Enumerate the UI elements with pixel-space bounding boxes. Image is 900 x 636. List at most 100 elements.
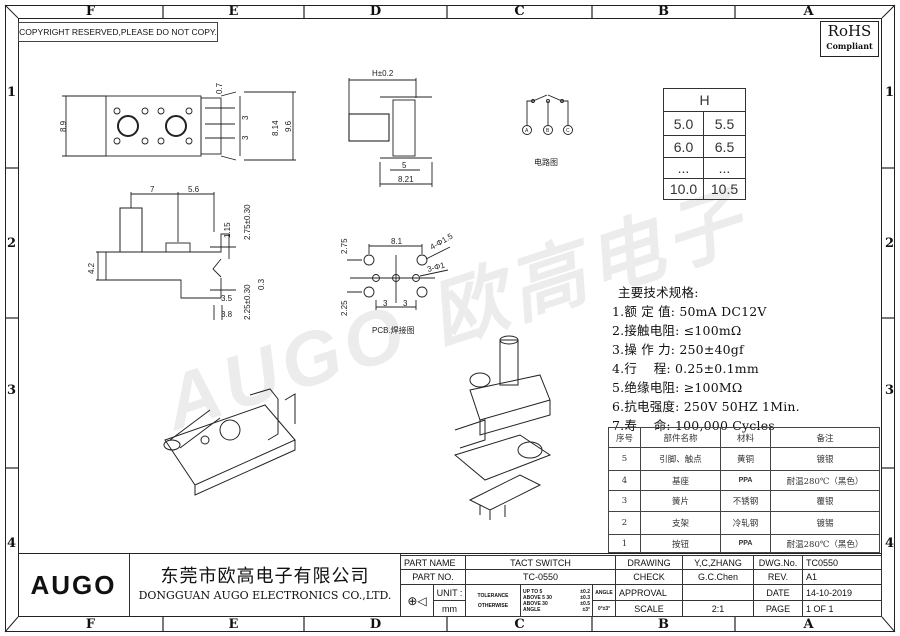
circuit-pin-c: C — [566, 128, 570, 134]
column-label-c: C — [514, 4, 525, 19]
dim-label: 8.14 — [271, 120, 280, 136]
circuit-label: 电路图 — [534, 157, 558, 167]
h-table-cell: 10.0 — [663, 178, 704, 200]
dim-label: 8.1 — [391, 237, 403, 246]
row-label-2: 2 — [884, 236, 895, 251]
parts-cell: 4 — [608, 470, 641, 491]
dim-label: 0.7 — [215, 82, 224, 94]
pcb-label: PCB.焊接图 — [372, 325, 415, 335]
dim-label: 3 — [383, 299, 388, 308]
tol-value: ±0.3 — [580, 594, 590, 601]
dim-label: 0.3 — [257, 278, 266, 290]
check-value: G.C.Chen — [682, 569, 754, 585]
spec-item: 1.额 定 值: 50mA DC12V — [612, 304, 767, 319]
parts-header: 部件名称 — [640, 427, 721, 448]
dim-label: 1.15 — [223, 222, 232, 238]
dim-label: 8.9 — [59, 120, 68, 132]
dim-label: 4-Φ1.5 — [429, 231, 455, 251]
angle-value: 0°±3° — [592, 600, 616, 617]
parts-header: 序号 — [608, 427, 641, 448]
approval-value — [682, 584, 754, 601]
rohs-title: RoHS — [827, 22, 872, 40]
row-label-4: 4 — [6, 536, 17, 551]
h-table-cell: 10.5 — [703, 178, 746, 200]
company-name-cn: 东莞市欧高电子有限公司 — [160, 566, 370, 587]
spec-item: 4.行 程: 0.25±0.1mm — [612, 361, 759, 376]
dim-label: 3 — [241, 135, 250, 140]
dim-label: 9.6 — [284, 120, 293, 132]
parts-cell: 镀银 — [770, 447, 880, 471]
tolerance-ranges: UP TO 5±0.2 ABOVE 5 30±0.3 ABOVE 30±0.5 … — [520, 584, 593, 617]
rohs-badge: RoHS Compliant — [820, 21, 879, 57]
dwg-label: DWG.No. — [753, 555, 803, 570]
spec-item: 2.接触电阻: ≤100mΩ — [612, 323, 742, 338]
column-label-a: A — [803, 4, 814, 19]
unit-label: UNIT : — [433, 584, 466, 601]
parts-cell: 引脚、触点 — [640, 447, 721, 471]
dim-label: 3-Φ1 — [426, 260, 446, 273]
dim-label: 3 — [403, 299, 408, 308]
parts-cell: PPA — [720, 534, 771, 553]
parts-cell: 镀锡 — [770, 511, 880, 535]
parts-cell: 1 — [608, 534, 641, 553]
dim-label: 2.25±0.30 — [243, 284, 252, 320]
drawing-label: DRAWING — [615, 555, 683, 570]
pcb-layout — [347, 244, 451, 310]
parts-cell: 簧片 — [640, 490, 721, 512]
circuit-diagram — [522, 94, 573, 135]
tol-range: ANGLE — [523, 606, 541, 613]
parts-header: 材料 — [720, 427, 771, 448]
parts-cell: 基座 — [640, 470, 721, 491]
h-table-cell: 6.0 — [663, 135, 704, 158]
row-label-4: 4 — [884, 536, 895, 551]
specs-title: 主要技术规格: — [618, 285, 699, 300]
h-table-header: H — [663, 88, 746, 112]
dim-label: 7 — [150, 185, 155, 194]
circuit-pin-b: B — [546, 128, 550, 134]
row-label-1: 1 — [884, 85, 895, 100]
side-view — [96, 192, 236, 320]
circuit-pin-a: A — [525, 128, 529, 134]
column-label-d: D — [369, 4, 382, 19]
column-label-c: C — [514, 617, 525, 632]
column-label-f: F — [85, 617, 96, 632]
column-label-e: E — [228, 4, 239, 19]
parts-cell: 覆银 — [770, 490, 880, 512]
isometric-view — [163, 335, 552, 520]
parts-cell: 耐温280℃（黑色） — [770, 534, 880, 553]
dim-label: 3.5 — [221, 294, 233, 303]
dim-label: 2.75±0.30 — [243, 204, 252, 240]
h-table-cell: ... — [663, 157, 704, 179]
check-label: CHECK — [615, 569, 683, 585]
parts-header: 备注 — [770, 427, 880, 448]
tol-range: ABOVE 5 30 — [523, 594, 552, 601]
end-view — [348, 78, 433, 187]
dim-label: 8.21 — [398, 175, 414, 184]
tol-value: ±0.2 — [580, 588, 590, 595]
parts-cell: PPA — [720, 470, 771, 491]
spec-item: 3.操 作 力: 250±40gf — [612, 342, 744, 357]
column-label-a: A — [803, 617, 814, 632]
column-label-b: B — [658, 617, 669, 632]
tol-range: ABOVE 30 — [523, 600, 548, 607]
company-name-en: DONGGUAN AUGO ELECTRONICS CO.,LTD. — [138, 589, 392, 602]
top-view — [62, 91, 296, 161]
spec-item: 6.抗电强度: 250V 50HZ 1Min. — [612, 399, 800, 414]
column-label-f: F — [85, 4, 96, 19]
unit-value: mm — [433, 600, 466, 617]
otherwise-label: OTHERWISE — [477, 602, 509, 609]
parts-cell: 冷轧钢 — [720, 511, 771, 535]
parts-cell: 5 — [608, 447, 641, 471]
dim-label: 5.6 — [188, 185, 200, 194]
dim-label: 3 — [241, 115, 250, 120]
h-table-cell: 5.5 — [703, 111, 746, 136]
parts-cell: 支架 — [640, 511, 721, 535]
tolerance-label: TOLERANCE — [477, 592, 509, 599]
column-label-d: D — [369, 617, 382, 632]
spec-item: 7.寿 命: 100,000 Cycles — [612, 418, 775, 433]
row-label-2: 2 — [6, 236, 17, 251]
tol-value: ±3° — [582, 606, 590, 613]
parts-cell: 2 — [608, 511, 641, 535]
dim-label: H±0.2 — [372, 69, 394, 78]
